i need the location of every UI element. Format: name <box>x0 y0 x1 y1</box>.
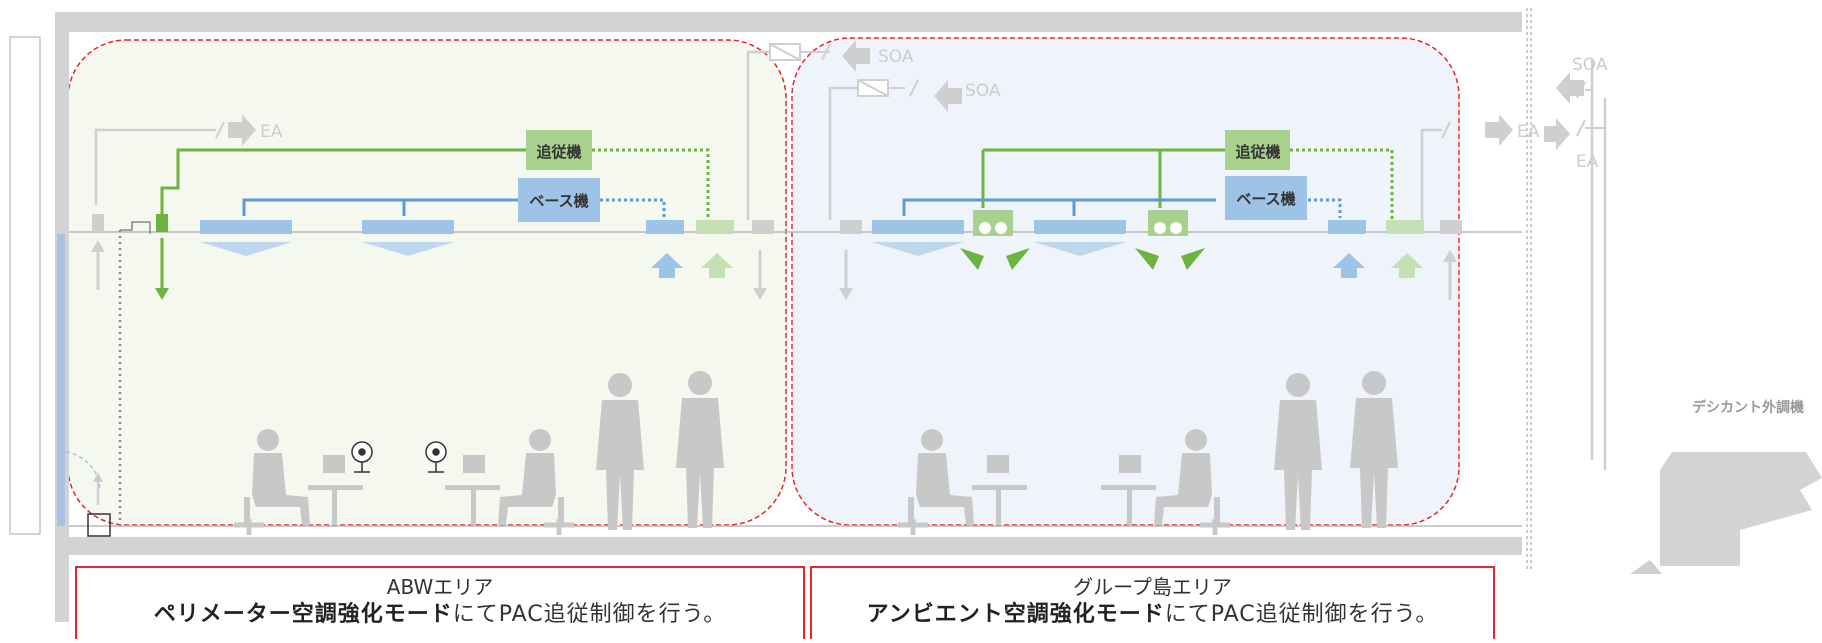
abw-mode-description: ペリメーター空調強化モードにてPAC追従制御を行う。 <box>77 600 803 630</box>
soa-label-1: SOA <box>878 47 914 67</box>
desk-fan-icons <box>351 441 447 473</box>
ea-label-2: EA <box>1517 122 1540 142</box>
group-island-mode-rest: にてPAC追従制御を行う。 <box>1164 602 1439 627</box>
svg-text:追従機: 追従機 <box>536 143 581 161</box>
ea-label-1: EA <box>260 122 283 142</box>
building-structure <box>9 8 1532 622</box>
abw-area-caption: ABWエリア ペリメーター空調強化モードにてPAC追従制御を行う。 <box>75 566 805 639</box>
soa-dampers <box>769 43 905 97</box>
abw-mode-bold: ペリメーター空調強化モード <box>153 602 453 627</box>
group-island-caption: グループ島エリア アンビエント空調強化モードにてPAC追従制御を行う。 <box>810 566 1495 639</box>
group-island-area-name: グループ島エリア <box>1073 575 1232 599</box>
follower-unit-group: 追従機 <box>1225 130 1290 170</box>
ceiling-cassettes <box>92 214 1462 256</box>
group-island-mode-bold: アンビエント空調強化モード <box>866 602 1165 627</box>
base-unit-group: ベース機 <box>1225 176 1307 220</box>
duct-labels: SOA SOA EA EA SOA EA <box>260 47 1608 172</box>
follower-pipes <box>160 148 1394 224</box>
green-fan-units <box>960 210 1205 270</box>
svg-text:ベース機: ベース機 <box>529 192 588 210</box>
follower-unit-abw: 追従機 <box>526 130 592 170</box>
desiccant-unit: デシカント外調機 <box>1630 399 1822 574</box>
base-pipes <box>242 198 1342 218</box>
vertical-flow-arrows <box>65 221 1457 537</box>
soa-label-2: SOA <box>965 81 1001 101</box>
soa-label-3: SOA <box>1572 55 1608 75</box>
base-unit-abw: ベース機 <box>518 178 600 222</box>
group-island-mode-description: アンビエント空調強化モードにてPAC追従制御を行う。 <box>812 600 1493 630</box>
abw-mode-rest: にてPAC追従制御を行う。 <box>452 602 727 627</box>
ea-label-3: EA <box>1576 152 1599 172</box>
duct-lines <box>94 50 1607 470</box>
abw-area-name: ABWエリア <box>386 575 494 599</box>
svg-text:ベース機: ベース機 <box>1236 190 1295 208</box>
svg-text:追従機: 追従機 <box>1235 143 1280 161</box>
damper-slashes <box>215 43 1605 139</box>
air-direction-arrows <box>228 40 1584 150</box>
svg-text:デシカント外調機: デシカント外調機 <box>1692 399 1804 416</box>
